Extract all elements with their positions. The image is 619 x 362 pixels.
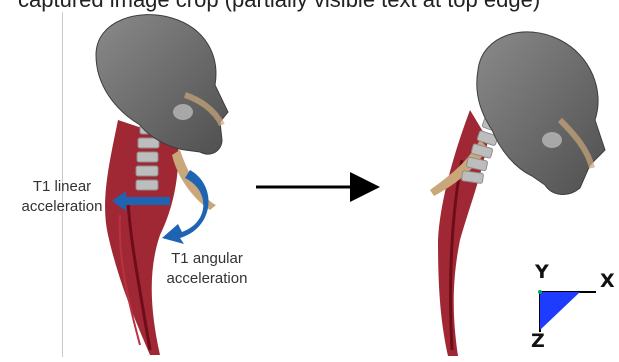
- t1-linear-line1: T1 linear: [6, 177, 118, 197]
- axis-triangle: [540, 292, 580, 330]
- skull-flexed: [477, 32, 605, 195]
- head-neck-model-flexed: [430, 32, 605, 356]
- t1-angular-line1: T1 angular: [152, 249, 262, 269]
- t1-angular-label: T1 angular acceleration: [152, 249, 262, 289]
- t1-linear-line2: acceleration: [6, 197, 118, 217]
- t1-linear-label: T1 linear acceleration: [6, 177, 118, 217]
- axis-x-label: X: [600, 272, 615, 291]
- axis-z-label: Z: [531, 332, 545, 351]
- coordinate-axes: [538, 290, 596, 332]
- t1-angular-line2: acceleration: [152, 269, 262, 289]
- axis-y-label: Y: [535, 263, 549, 282]
